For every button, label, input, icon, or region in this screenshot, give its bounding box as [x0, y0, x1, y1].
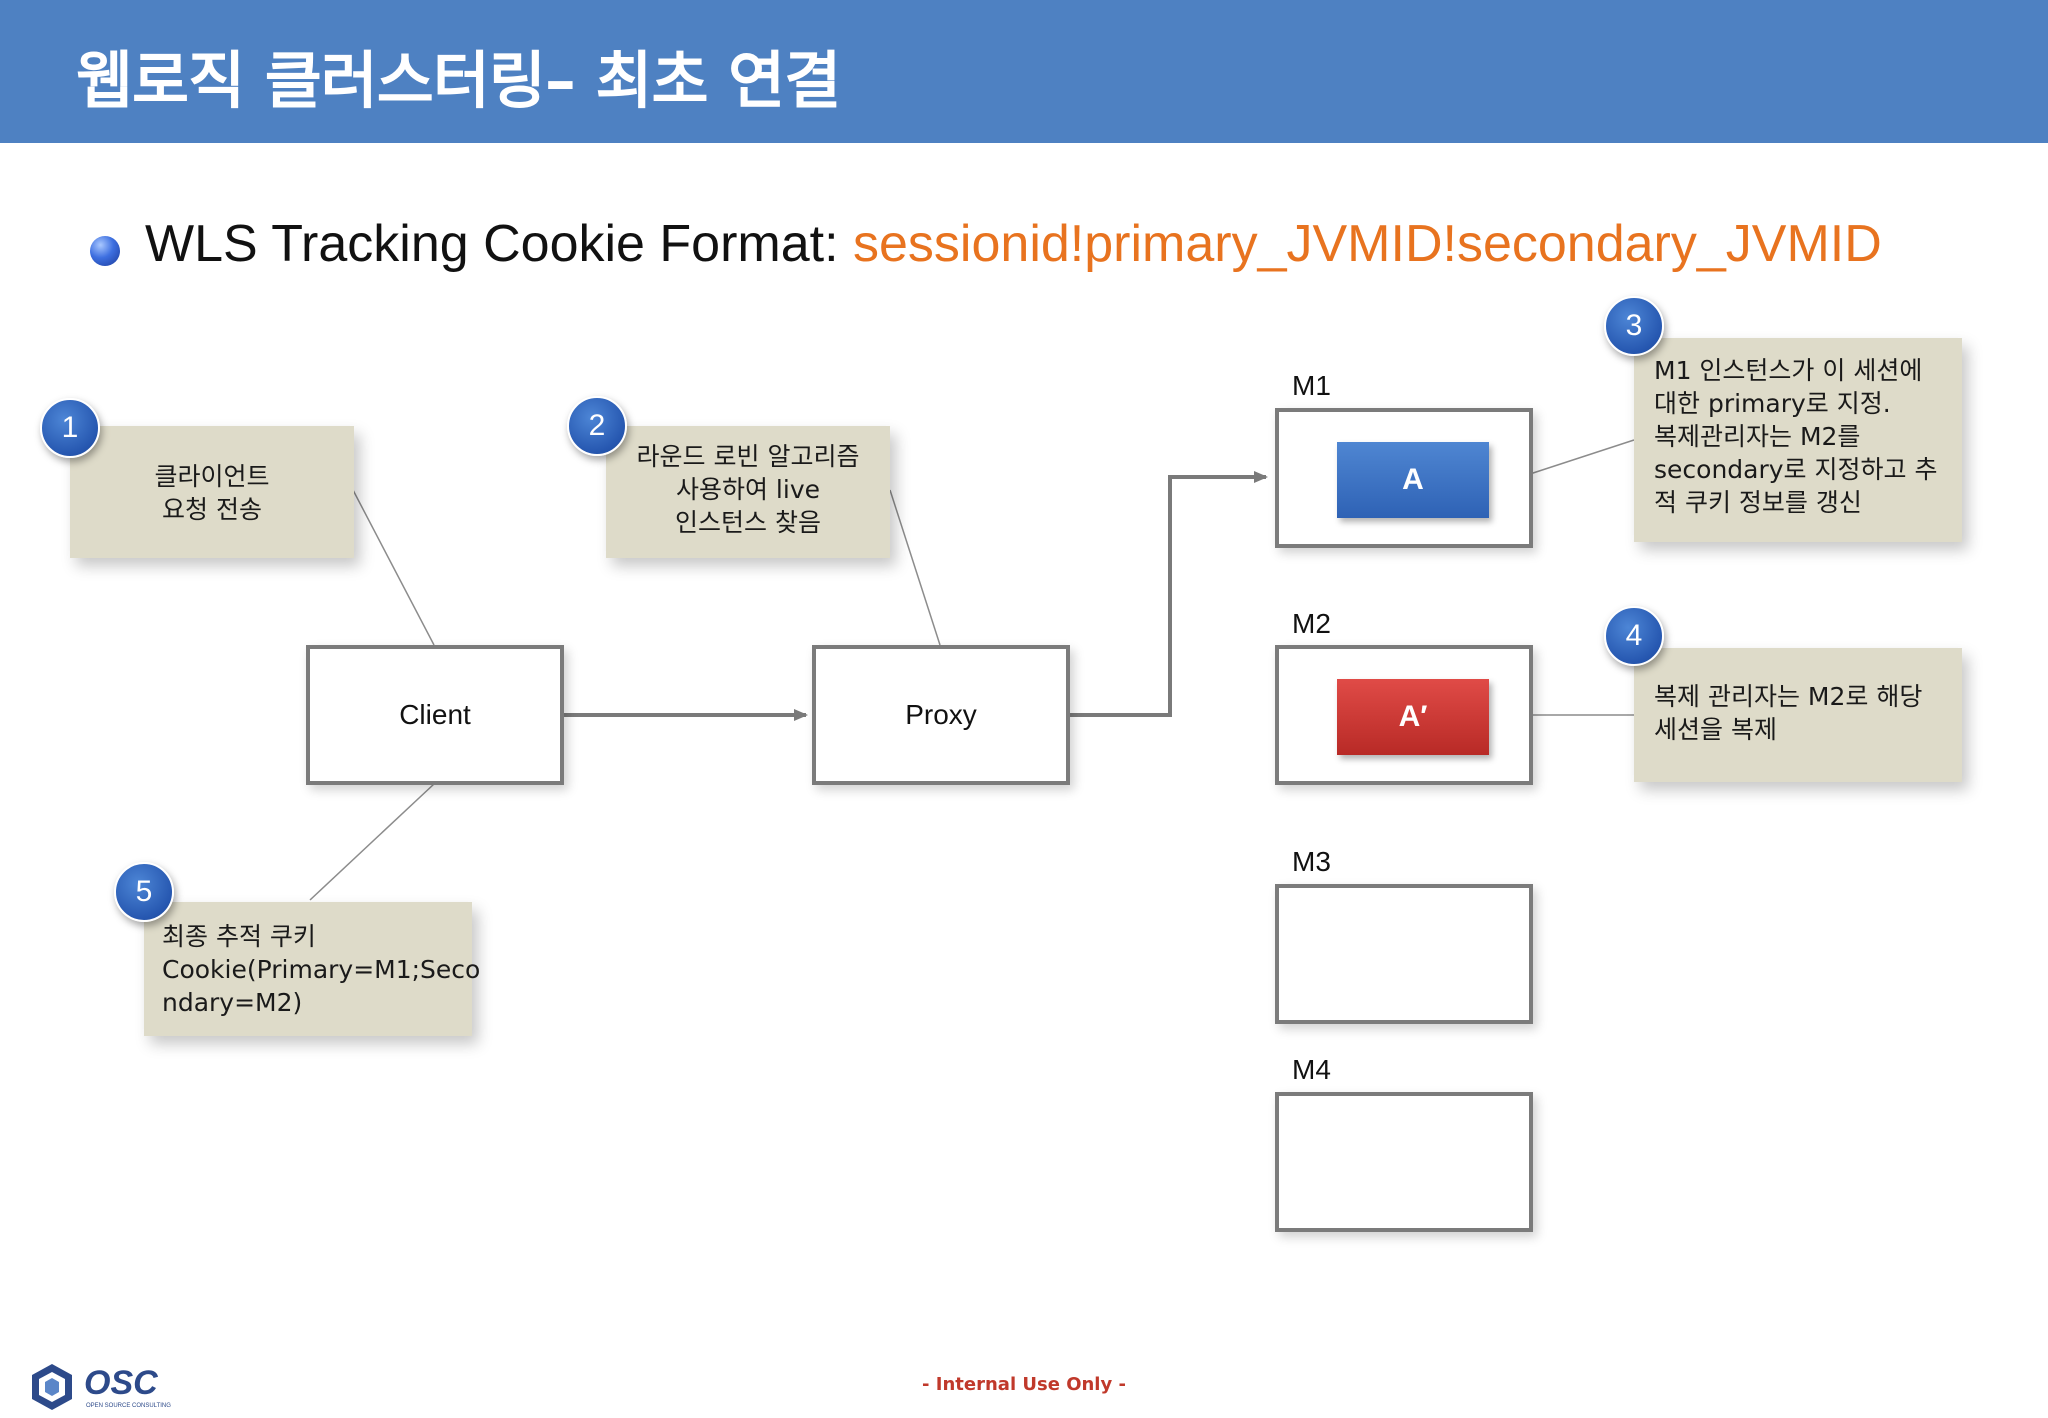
note-line: 대한 primary로 지정.	[1654, 389, 1891, 418]
note-line: 라운드 로빈 알고리즘	[636, 442, 860, 471]
proxy-label: Proxy	[905, 699, 977, 730]
note-5: 최종 추적 쿠키 Cookie(Primary=M1;Seco ndary=M2…	[144, 902, 480, 1036]
note-line: Cookie(Primary=M1;Seco	[162, 955, 481, 984]
note-1: 클라이언트 요청 전송	[70, 426, 354, 558]
server-m1: A	[1275, 408, 1533, 548]
note5-connector	[309, 783, 435, 901]
note-3: M1 인스턴스가 이 세션에 대한 primary로 지정. 복제관리자는 M2…	[1634, 338, 1962, 542]
server-m3-label: M3	[1292, 846, 1331, 877]
note-2: 라운드 로빈 알고리즘 사용하여 live 인스턴스 찾음	[606, 426, 890, 558]
proxy-node: Proxy	[812, 645, 1070, 785]
server-m2: A′	[1275, 645, 1533, 785]
note-line: 세션을 복제	[1654, 715, 1777, 744]
server-m2-label: M2	[1292, 608, 1331, 639]
server-m3	[1275, 884, 1533, 1024]
server-m1-label: M1	[1292, 370, 1331, 401]
secondary-session: A′	[1337, 679, 1489, 755]
note3-connector	[1529, 439, 1635, 475]
note-line: 적 쿠키 정보를 갱신	[1654, 488, 1862, 517]
server-m4	[1275, 1092, 1533, 1232]
cookie-format: sessionid!primary_JVMID!secondary_JVMID	[853, 215, 1882, 273]
logo-graphic: OSC OPEN SOURCE CONSULTING	[32, 1364, 171, 1410]
step-1-badge: 1	[40, 398, 100, 458]
note-line: 최종 추적 쿠키	[162, 922, 316, 951]
note-line: 복제관리자는 M2를	[1654, 422, 1861, 451]
note-line: 요청 전송	[162, 495, 262, 524]
note-line: 인스턴스 찾음	[675, 508, 821, 537]
note-line: 클라이언트	[154, 462, 270, 491]
note-line: 복제 관리자는 M2로 해당	[1654, 682, 1923, 711]
server-m4-label: M4	[1292, 1054, 1331, 1085]
note1-connector	[352, 489, 435, 646]
osc-logo: OSC OPEN SOURCE CONSULTING	[28, 1362, 178, 1412]
logo-subtext: OPEN SOURCE CONSULTING	[86, 1403, 171, 1409]
client-node: Client	[306, 645, 564, 785]
bullet-text: WLS Tracking Cookie Format: sessionid!pr…	[145, 214, 1882, 274]
step-3-badge: 3	[1604, 296, 1664, 356]
note2-connector	[889, 489, 941, 646]
note-4: 복제 관리자는 M2로 해당 세션을 복제	[1634, 648, 1962, 782]
bullet-icon	[90, 236, 120, 266]
note-line: secondary로 지정하고 추	[1654, 455, 1938, 484]
page-title: 웹로직 클러스터링– 최초 연결	[76, 44, 841, 117]
note-line: 사용하여 live	[675, 475, 820, 504]
logo-wordmark: OSC	[84, 1364, 158, 1402]
step-4-badge: 4	[1604, 606, 1664, 666]
proxy-m1-arrow	[1068, 471, 1268, 717]
primary-session: A	[1337, 442, 1489, 518]
bullet-label: WLS Tracking Cookie Format:	[145, 215, 853, 273]
note-line: M1 인스턴스가 이 세션에	[1654, 356, 1923, 385]
footer-label: - Internal Use Only -	[922, 1374, 1126, 1395]
header-bar: 웹로직 클러스터링– 최초 연결	[0, 0, 2048, 143]
client-label: Client	[399, 699, 471, 730]
step-2-badge: 2	[567, 396, 627, 456]
note-line: ndary=M2)	[162, 988, 303, 1017]
step-5-badge: 5	[114, 862, 174, 922]
